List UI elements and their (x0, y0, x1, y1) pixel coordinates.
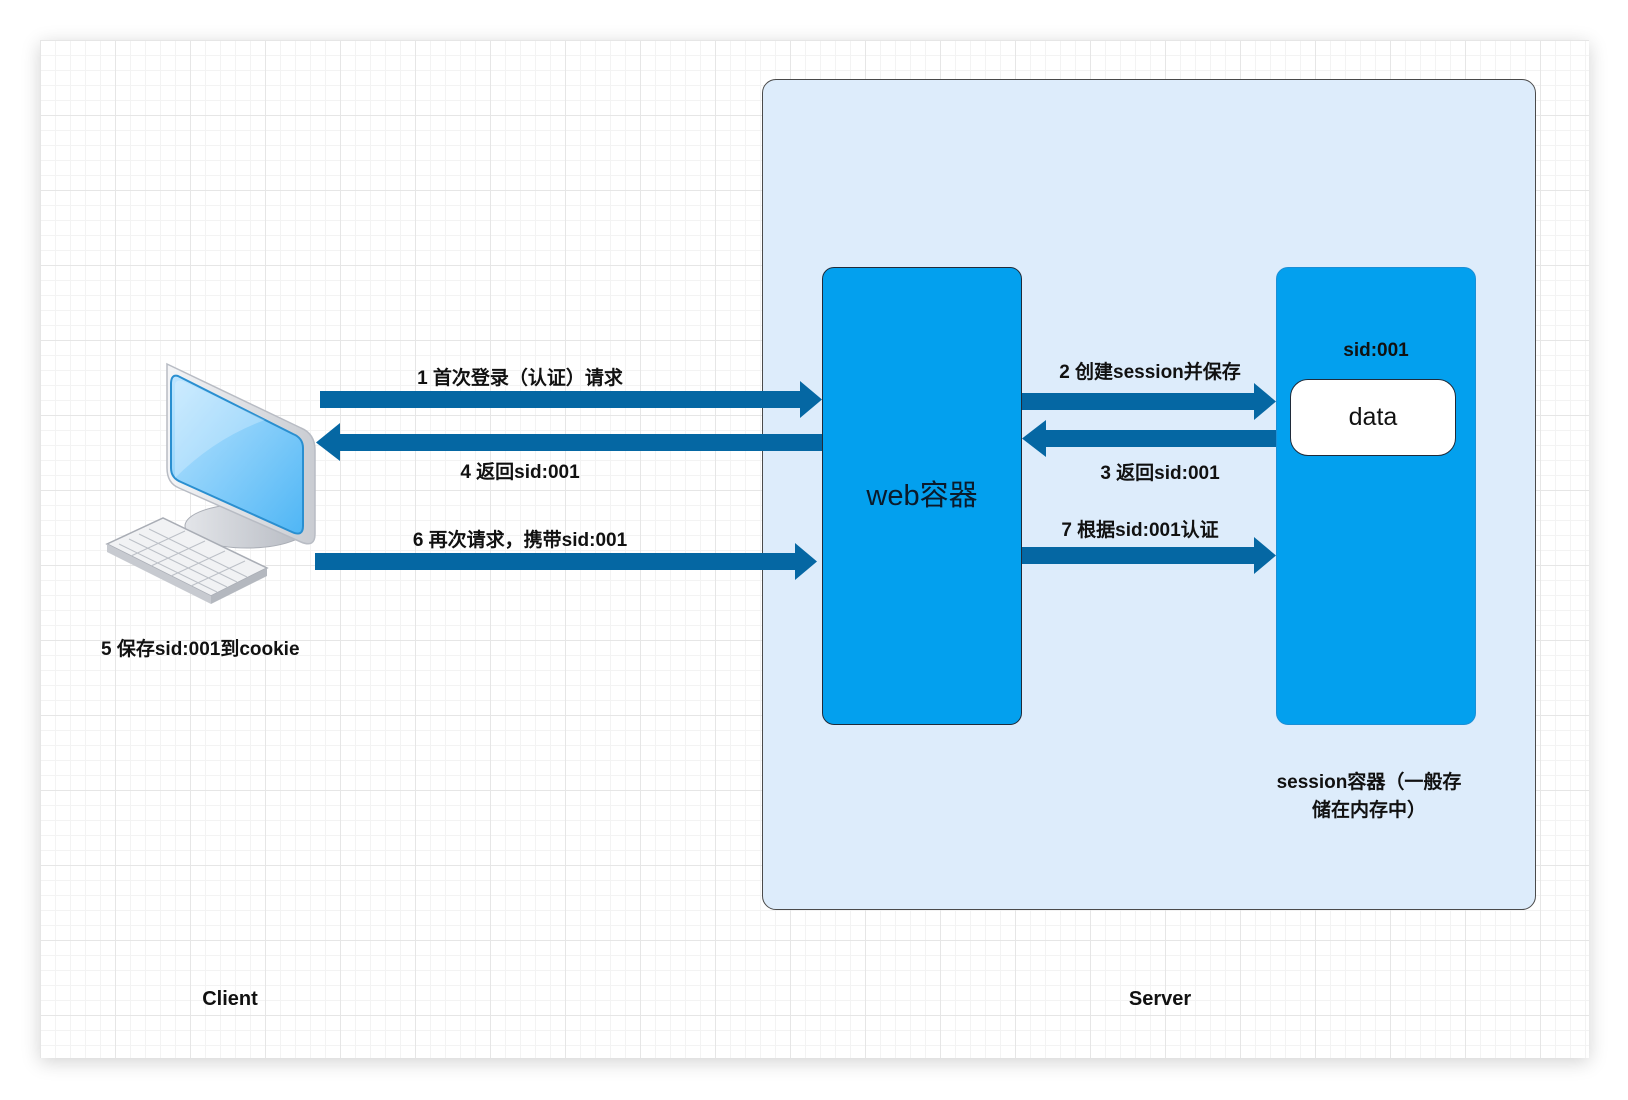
arrow-6-label: 6 再次请求，携带sid:001 (412, 530, 628, 551)
arrow-7-label: 7 根据sid:001认证 (1061, 520, 1219, 541)
desktop-computer-icon (105, 362, 316, 604)
arrow-3-label: 3 返回sid:001 (1100, 463, 1220, 484)
session-sid-label: sid:001 (1343, 340, 1409, 361)
web-container-block (822, 267, 1022, 725)
arrow-1-login-request (320, 381, 822, 418)
arrow-4-label: 4 返回sid:001 (460, 462, 580, 483)
arrow-3-return-sid (1022, 420, 1276, 457)
arrow-4-return-sid (316, 423, 822, 461)
session-data-box: data (1290, 379, 1456, 456)
server-label: Server (1128, 988, 1192, 1010)
client-save-cookie-label: 5 保存sid:001到cookie (101, 639, 300, 660)
client-label: Client (202, 988, 258, 1010)
arrow-7-authenticate (1022, 537, 1276, 574)
web-container-label: web容器 (866, 480, 978, 512)
arrow-6-request-with-sid (315, 543, 817, 580)
arrow-1-label: 1 首次登录（认证）请求 (417, 368, 623, 389)
arrow-2-create-session (1022, 383, 1276, 420)
session-caption-line1: session容器（一般存 (1276, 772, 1462, 793)
session-container-block (1276, 267, 1476, 725)
arrow-2-label: 2 创建session并保存 (1059, 362, 1241, 383)
session-caption-line2: 储在内存中） (1311, 800, 1426, 821)
